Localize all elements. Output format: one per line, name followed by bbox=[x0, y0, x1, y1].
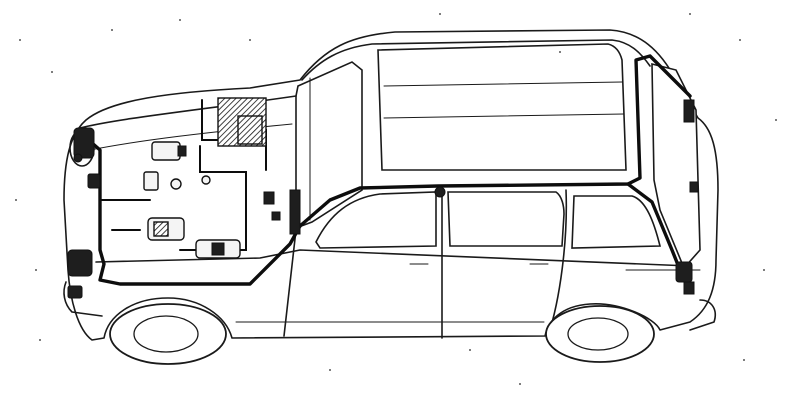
quarter-window bbox=[571, 195, 662, 249]
generator-terminal bbox=[211, 242, 225, 256]
side-marker bbox=[73, 153, 83, 163]
roof-rib-2 bbox=[383, 113, 625, 119]
front-door-window bbox=[315, 191, 437, 249]
front-wheel bbox=[109, 303, 227, 365]
front-door-seam bbox=[283, 229, 297, 337]
headlamp-unit bbox=[73, 127, 95, 159]
rear-bumper bbox=[689, 299, 716, 331]
front-hubcap bbox=[133, 315, 199, 353]
relay bbox=[143, 171, 159, 191]
rear-hubcap bbox=[567, 317, 629, 351]
roof-edge bbox=[301, 39, 651, 81]
roof-rib-1 bbox=[383, 81, 623, 87]
ignition-coil bbox=[151, 141, 181, 161]
rear-door-window bbox=[447, 191, 565, 247]
connector bbox=[271, 211, 281, 221]
body-silhouette bbox=[63, 29, 719, 341]
front-bumper bbox=[63, 281, 103, 317]
belt-line bbox=[95, 249, 691, 267]
rear-wheel bbox=[545, 305, 655, 363]
license-lamp bbox=[683, 281, 695, 295]
fog-lamp bbox=[67, 285, 83, 299]
horn bbox=[87, 173, 101, 189]
oil-pressure-sender bbox=[201, 175, 211, 185]
electrical-components bbox=[67, 97, 699, 299]
rear-window-heater bbox=[689, 181, 699, 193]
scan-specks bbox=[15, 13, 777, 385]
rear-wiper-motor bbox=[683, 99, 695, 123]
roof-panel bbox=[377, 43, 627, 171]
coil-terminal bbox=[177, 145, 187, 157]
fuse-block bbox=[263, 191, 275, 205]
voltage-regulator bbox=[237, 115, 263, 145]
rear-hatch-window bbox=[651, 62, 701, 270]
tail-lamp bbox=[675, 261, 693, 283]
windshield bbox=[295, 61, 363, 230]
front-signal-lamp bbox=[67, 249, 93, 277]
dome-light bbox=[434, 186, 446, 198]
starter-solenoid bbox=[153, 221, 169, 237]
dash-harness-plug bbox=[289, 189, 301, 235]
switch bbox=[170, 178, 182, 190]
